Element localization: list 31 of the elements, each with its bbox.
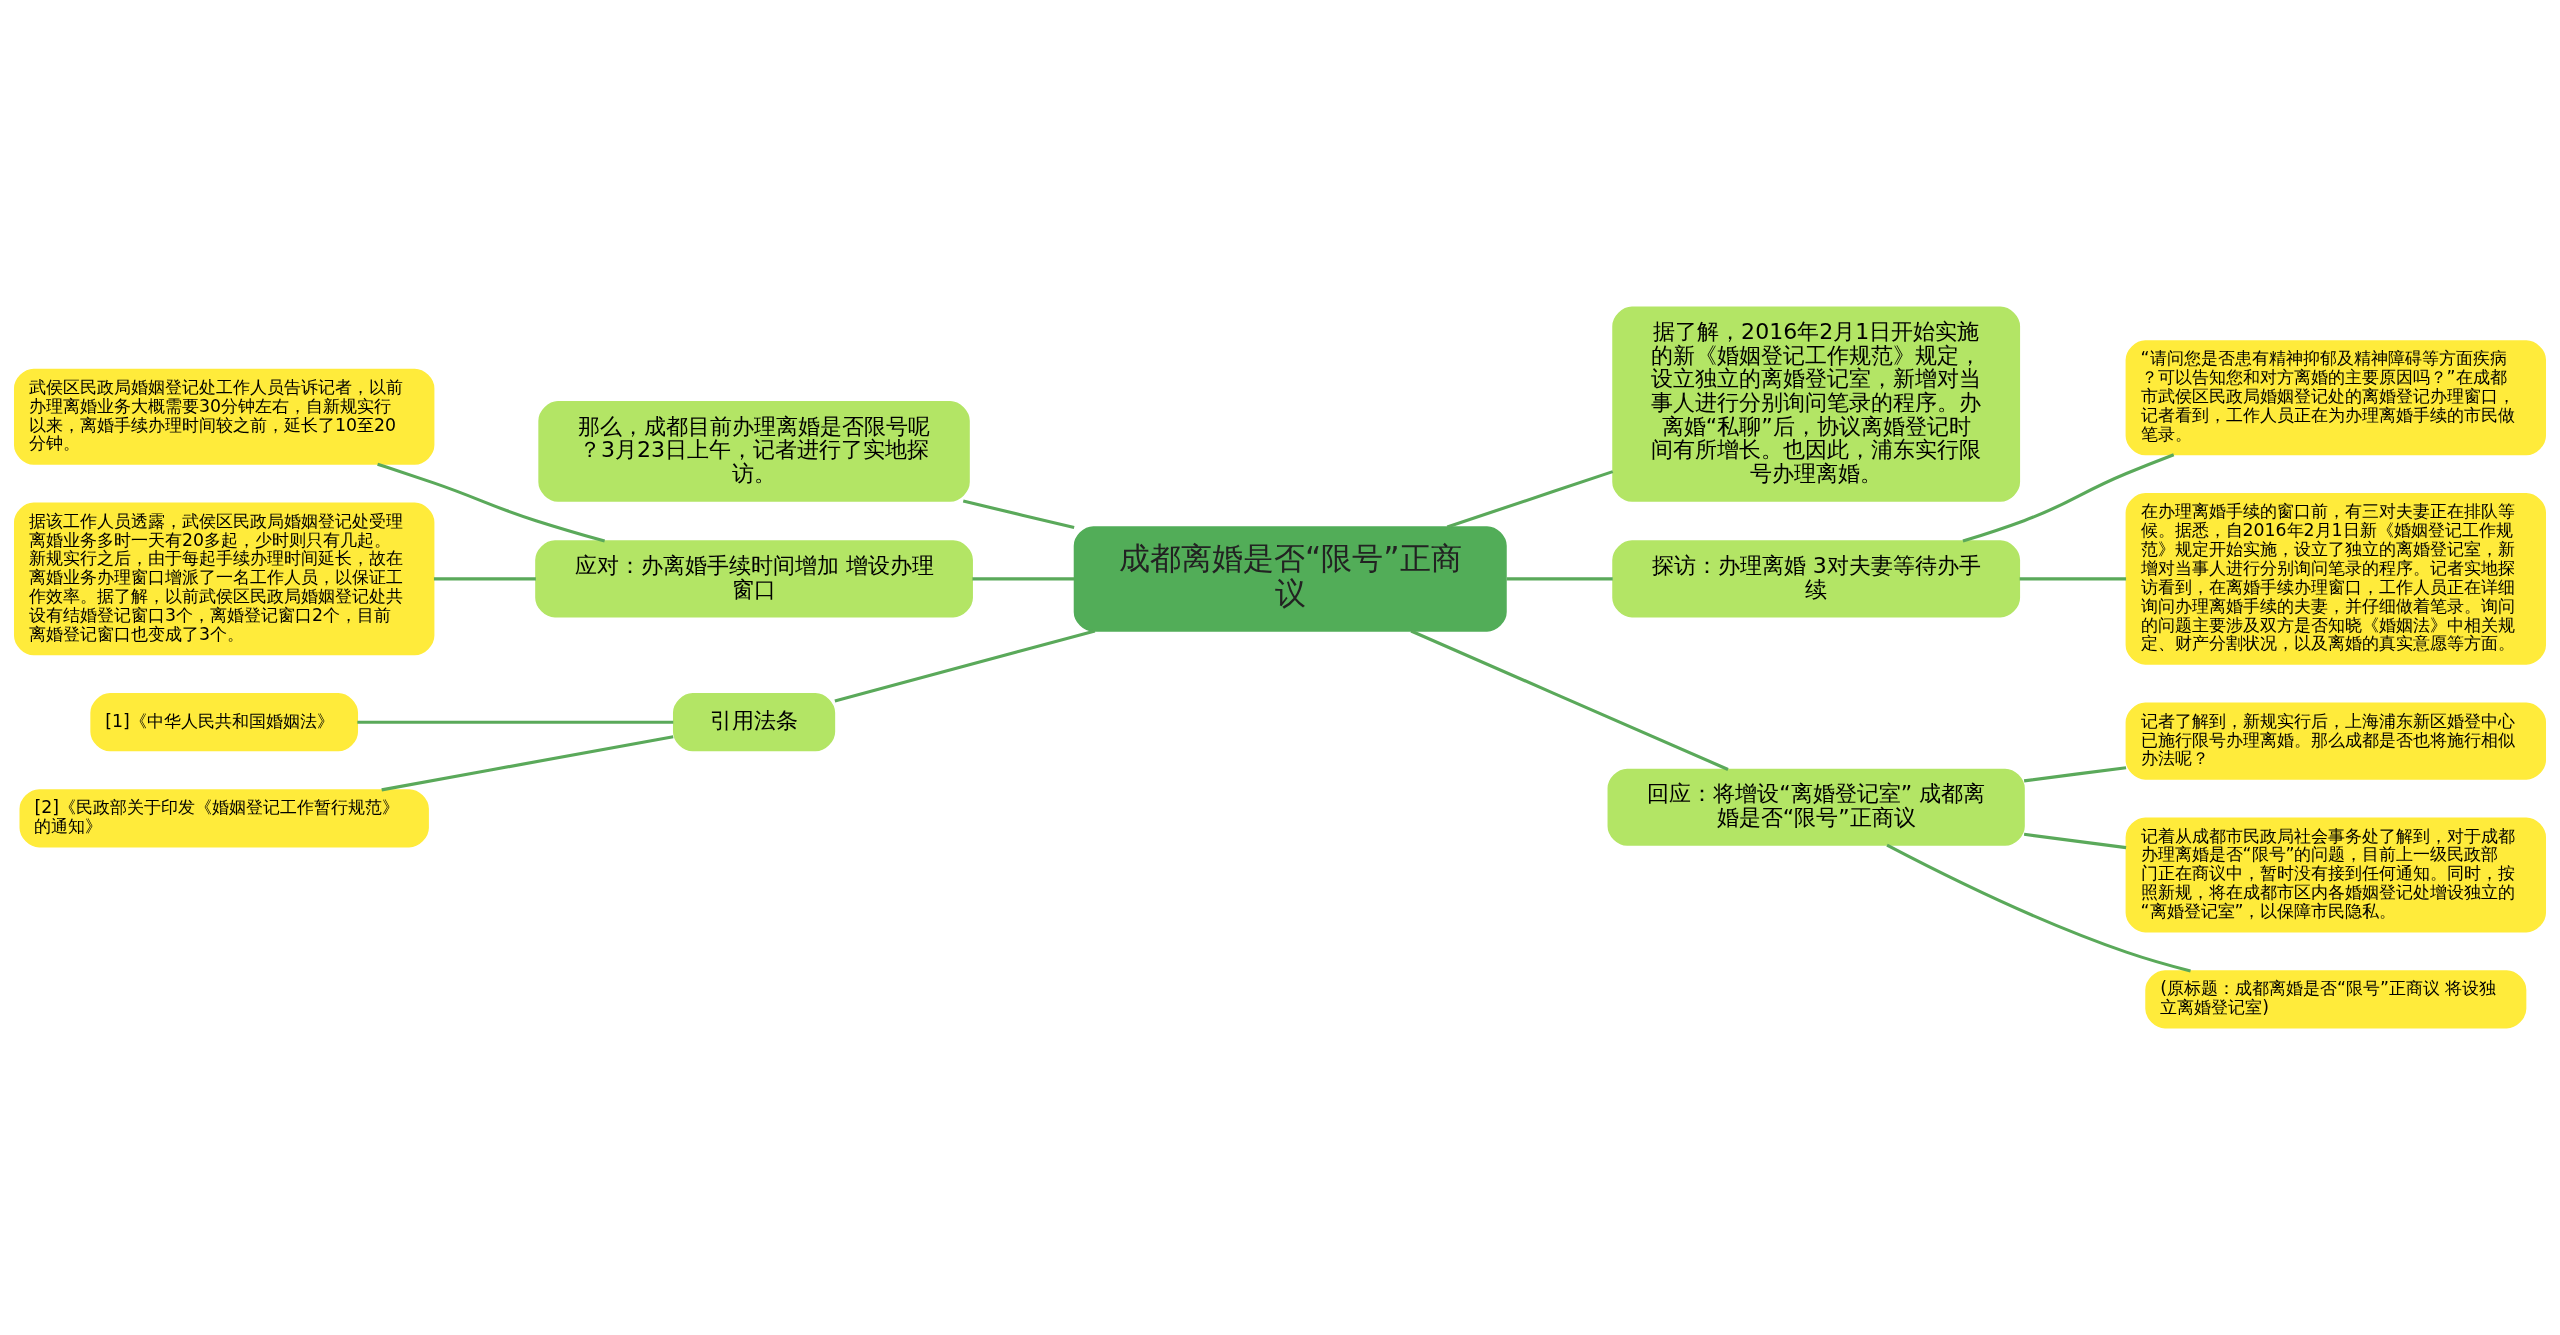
node-box: 记着从成都市民政局社会事务处了解到，对于成都办理离婚是否“限号”的问题，目前上一级民政部门正在商议中，暂时没有接到任何通知。同时，按照新规，将在成都市区内各婚姻登记处增设独立的“离婚登记室”，以保障市民隐私。: [2125, 817, 2546, 933]
node-box: 武侯区民政局婚姻登记处工作人员告诉记者，以前办理离婚业务大概需要30分钟左右，自新规实行以来，离婚手续办理时间较之前，延长了10至20分钟。: [14, 368, 435, 465]
node-box: [1]《中华人民共和国婚姻法》: [90, 693, 359, 752]
connector: [381, 735, 674, 792]
node-box: 探访：办理离婚 3对夫妻等待办手续: [1612, 540, 2021, 618]
node-box: 成都离婚是否“限号”正商议: [1073, 526, 1507, 632]
connector: [1446, 470, 1614, 529]
node-box: 记者了解到，新规实行后，上海浦东新区婚登中心已施行限号办理离婚。那么成都是否也将施行相似办法呢？: [2125, 702, 2546, 780]
node-box: (原标题：成都离婚是否“限号”正商议 将设独立离婚登记室): [2145, 970, 2527, 1029]
node-box: 回应：将增设“离婚登记室” 成都离婚是否“限号”正商议: [1607, 768, 2025, 846]
node-box: 在办理离婚手续的窗口前，有三对夫妻正在排队等候。据悉，自2016年2月1日新《婚姻登记工作规范》规定开始实施，设立了独立的离婚登记室，新增对当事人进行分别询问笔录的程序。记者实地探访看到，在离婚手续办理窗口，工作人员正在详细询问办理离婚手续的夫妻，并仔细做着笔录。询问的问题主要涉及双方是否知晓《婚姻法》中相关规定、财产分割状况，以及离婚的真实意愿等方面。: [2125, 493, 2546, 665]
connector: [1886, 843, 2191, 973]
connector: [357, 720, 674, 724]
connector: [2023, 766, 2127, 783]
connector: [962, 499, 1075, 530]
connector: [972, 577, 1075, 581]
node-box: 那么，成都目前办理离婚是否限号呢？3月23日上午，记者进行了实地探访。: [538, 401, 970, 502]
node-box: 据了解，2016年2月1日开始实施的新《婚姻登记工作规范》规定，设立独立的离婚登记室，新增对当事人进行分别询问笔录的程序。办离婚“私聊”后，协议离婚登记时间有所增长。也因此，浦东实行限号办理离婚。: [1612, 306, 2021, 502]
node-box: [2]《民政部关于印发《婚姻登记工作暂行规范》的通知》: [19, 789, 429, 848]
connector: [1962, 453, 2175, 543]
connector: [1410, 629, 1729, 771]
connector: [834, 629, 1096, 703]
node-box: 应对：办离婚手续时间增加 增设办理窗口: [535, 540, 973, 618]
node-box: 引用法条: [672, 693, 836, 752]
connector: [2023, 832, 2127, 850]
connector: [377, 462, 606, 543]
connector: [2019, 577, 2127, 581]
node-box: 据该工作人员透露，武侯区民政局婚姻登记处受理离婚业务多时一天有20多起，少时则只有几起。新规实行之后，由于每起手续办理时间延长，故在离婚业务办理窗口增派了一名工作人员，以保证工作效率。据了解，以前武侯区民政局婚姻登记处共设有结婚登记窗口3个，离婚登记窗口2个，目前离婚登记窗口也变成了3个。: [14, 502, 435, 656]
connector: [433, 577, 536, 581]
connector: [1506, 577, 1613, 581]
node-box: “请问您是否患有精神抑郁及精神障碍等方面疾病？可以告知您和对方离婚的主要原因吗？”在成都市武侯区民政局婚姻登记处的离婚登记办理窗口，记者看到，工作人员正在为办理离婚手续的市民做笔录。: [2125, 340, 2546, 456]
